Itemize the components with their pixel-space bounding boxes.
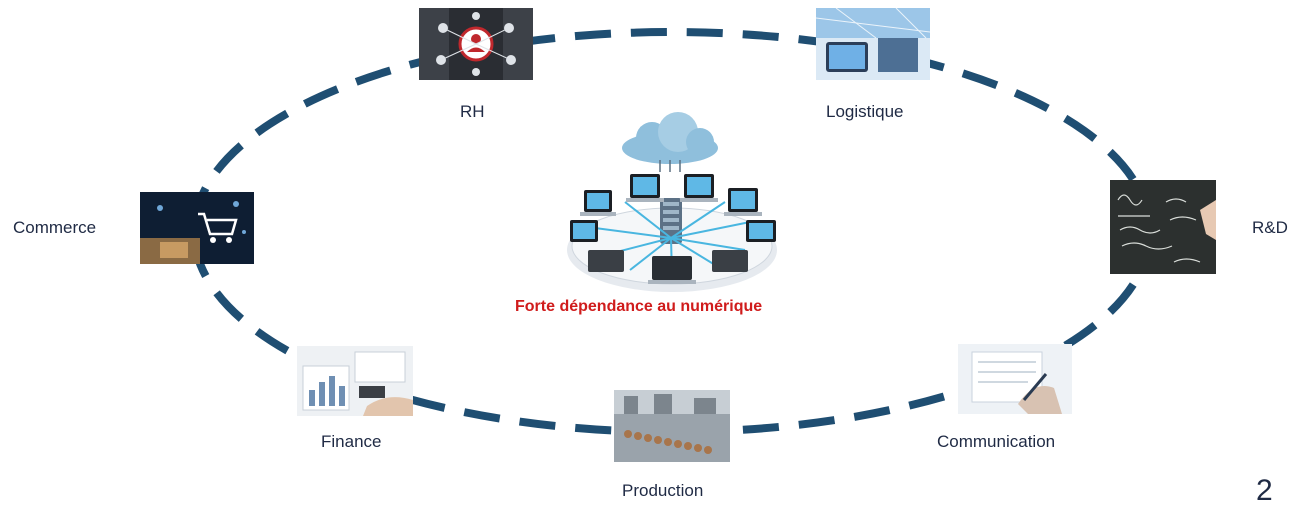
chalkboard-equations-icon <box>1110 180 1216 274</box>
finance-charts-icon <box>297 346 413 416</box>
laptop-icon <box>626 174 664 202</box>
laptop-icon <box>724 188 762 216</box>
node-label-rh: RH <box>460 102 485 121</box>
node-label-production: Production <box>622 481 704 500</box>
cloud-icon <box>622 112 718 164</box>
logistics-tech-icon <box>816 8 930 80</box>
laptop-icon <box>712 250 748 272</box>
laptop-icons <box>570 174 776 284</box>
hr-network-icon <box>419 8 533 80</box>
node-label-rd: R&D <box>1252 218 1288 237</box>
laptop-icon <box>570 220 598 242</box>
node-label-finance: Finance <box>321 432 382 451</box>
laptop-icon <box>588 250 624 272</box>
node-label-communication: Communication <box>937 432 1056 451</box>
laptop-icon <box>680 174 718 202</box>
writing-hand-icon <box>958 344 1072 414</box>
laptop-icon <box>580 190 616 216</box>
cloud-network-illustration <box>567 112 777 292</box>
node-label-logistique: Logistique <box>826 102 904 121</box>
laptop-icon <box>648 256 696 284</box>
shopping-cart-icon <box>140 192 254 264</box>
node-label-commerce: Commerce <box>13 218 97 237</box>
center-caption: Forte dépendance au numérique <box>515 298 763 315</box>
factory-line-icon <box>614 390 730 462</box>
laptop-icon <box>746 220 776 242</box>
page-number: 2 <box>1256 474 1273 507</box>
